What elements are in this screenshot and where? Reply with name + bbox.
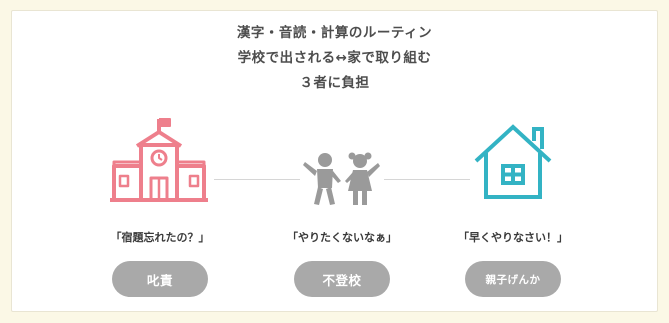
outcome-pill-house: 親子げんか [465, 261, 561, 297]
connector-children-house [384, 179, 470, 180]
house-icon [472, 121, 554, 201]
quote-school: 「宿題忘れたの？」 [110, 231, 210, 244]
diagram-panel: 漢字・音読・計算のルーティン 学校で出される↔家で取り組む ３者に負担 [11, 10, 658, 312]
outcome-pill-school: 叱責 [112, 261, 208, 297]
quote-children: 「やりたくないなぁ」 [287, 231, 397, 244]
outcome-pill-children: 不登校 [294, 261, 390, 297]
title-line-3: ３者に負担 [299, 75, 370, 91]
title-line-2: 学校で出される↔家で取り組む [237, 50, 432, 66]
quote-house: 「早くやりなさい！」 [458, 231, 568, 244]
diagram-title: 漢字・音読・計算のルーティン 学校で出される↔家で取り組む ３者に負担 [12, 21, 657, 96]
school-icon [110, 116, 208, 202]
connector-school-children [214, 179, 300, 180]
children-icon [302, 151, 382, 209]
title-line-1: 漢字・音読・計算のルーティン [236, 25, 433, 41]
